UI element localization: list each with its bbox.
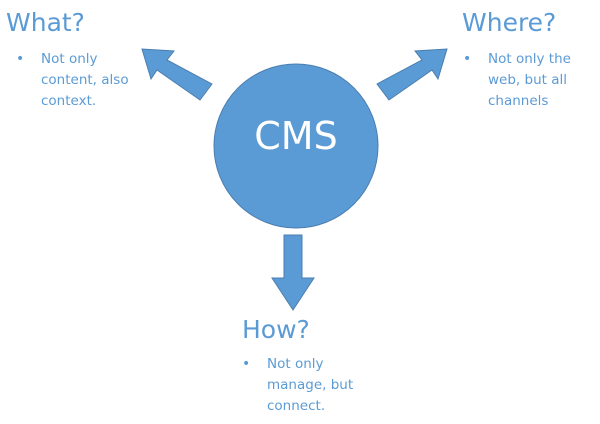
arrow-to-where (376, 48, 448, 101)
what-bullet-text: Not only content, also context. (41, 51, 129, 109)
arrow-to-what (141, 48, 213, 101)
cms-circle (213, 63, 379, 229)
bullet-icon: • (16, 51, 25, 67)
how-bullet-text: Not only manage, but connect. (267, 356, 354, 414)
what-bullet: • Not only content, also context. (16, 49, 129, 112)
what-heading: What? (6, 8, 85, 37)
cms-label: CMS (254, 114, 338, 158)
bullet-icon: • (463, 51, 472, 67)
bullet-icon: • (242, 356, 251, 372)
where-bullet-text: Not only the web, but all channels (488, 51, 571, 109)
how-heading: How? (242, 315, 310, 344)
where-bullet: • Not only the web, but all channels (463, 49, 571, 112)
arrow-to-how (271, 234, 315, 311)
where-heading: Where? (462, 8, 557, 37)
how-bullet: • Not only manage, but connect. (242, 354, 353, 417)
